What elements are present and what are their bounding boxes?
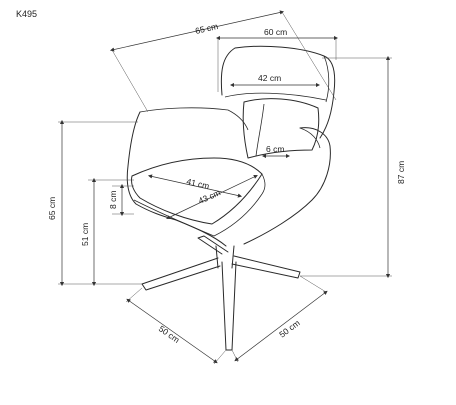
leg-back (197, 235, 229, 255)
label-seat-depth: 43 cm (197, 187, 222, 206)
dimension-labels: 65 cm 60 cm 42 cm 6 cm 41 cm 43 cm 87 cm… (47, 21, 406, 345)
seat-side (261, 173, 266, 195)
chair-outline (126, 45, 336, 351)
label-backrest-inner-width: 42 cm (258, 73, 281, 83)
label-back-width: 60 cm (264, 27, 287, 37)
backrest (220, 45, 336, 139)
right-arm-shell (243, 127, 331, 245)
label-base-depth: 50 cm (157, 323, 182, 344)
model-code: K495 (16, 9, 37, 19)
leg-right (231, 255, 301, 279)
label-total-height: 87 cm (396, 161, 406, 184)
back-cushion-seam (255, 103, 265, 157)
left-arm-shell (126, 111, 227, 247)
backrest-top-band (224, 92, 327, 101)
leg-left (141, 257, 221, 291)
seat-cushion (131, 157, 263, 225)
swivel-column (215, 245, 235, 269)
label-seat-height: 51 cm (80, 223, 90, 246)
right-arm-top (299, 127, 321, 149)
dimension-lines (58, 10, 392, 365)
back-cushion (242, 98, 320, 159)
left-arm-top (139, 107, 249, 131)
label-base-width: 50 cm (277, 318, 302, 340)
label-overall-width: 65 cm (194, 21, 219, 36)
label-arm-height: 65 cm (47, 197, 57, 220)
leg-front (221, 261, 237, 351)
backrest-side-fold (323, 55, 330, 103)
label-cushion-thickness: 8 cm (108, 191, 118, 209)
label-seat-width: 41 cm (186, 176, 211, 191)
label-armrest-width: 6 cm (266, 144, 284, 154)
